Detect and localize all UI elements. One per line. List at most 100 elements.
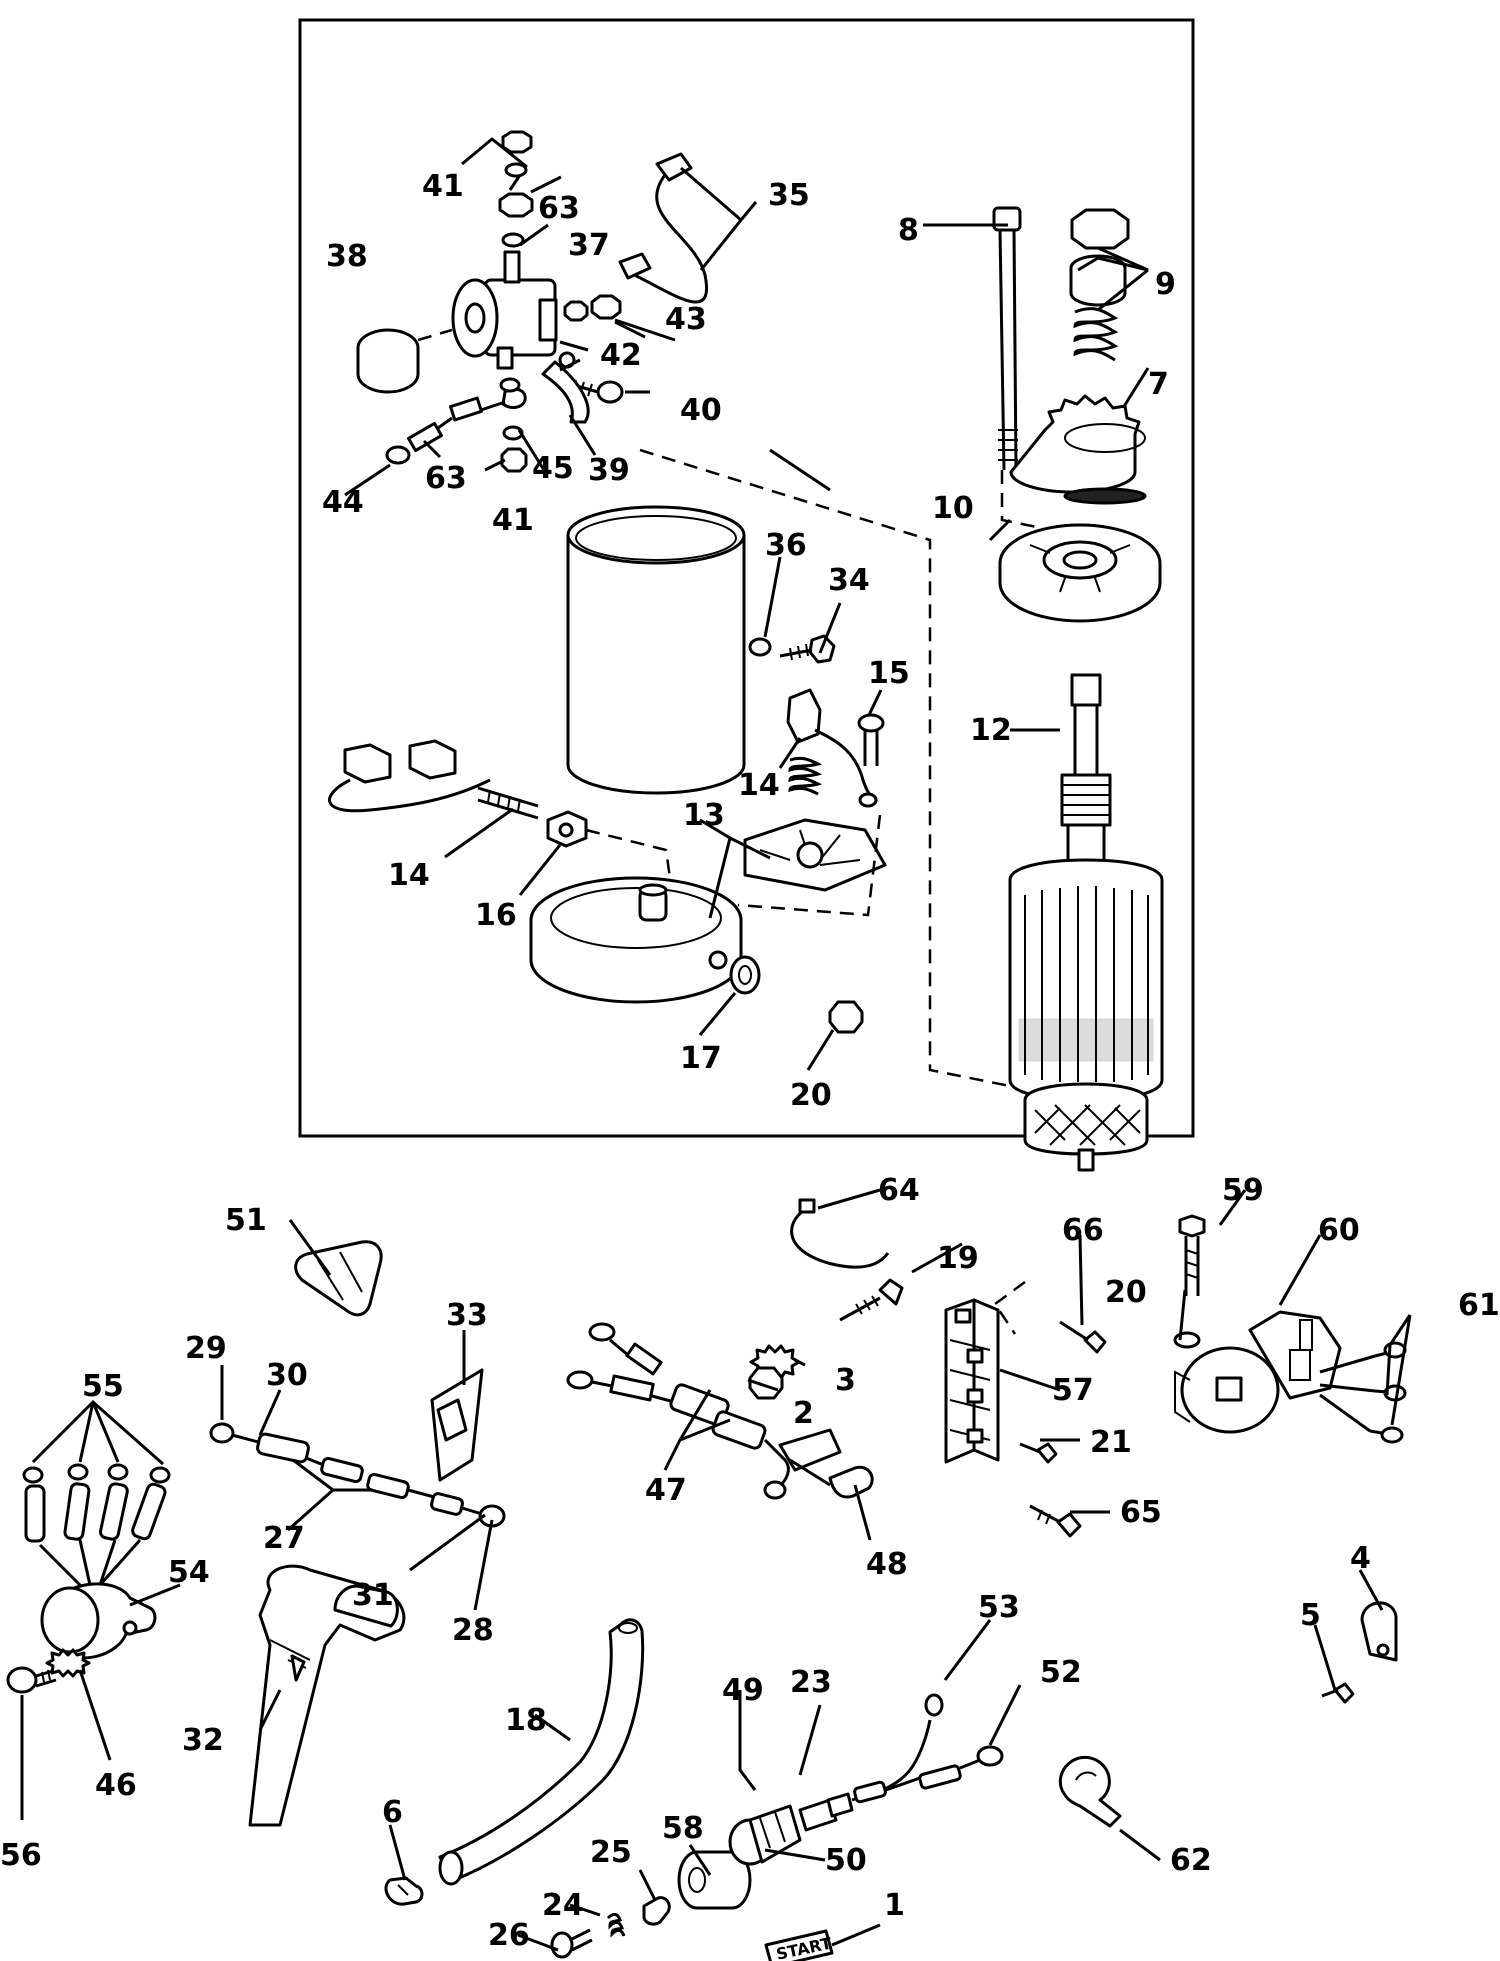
nut-part-42 — [563, 300, 589, 322]
screw-66-dashed-path — [993, 1280, 1026, 1335]
callout-13: 13 — [683, 798, 725, 833]
callout-25: 25 — [590, 1835, 632, 1870]
callout-14-left: 14 — [388, 858, 430, 893]
boot-part-38 — [356, 328, 453, 394]
lead-set-part-47 — [566, 1322, 790, 1500]
nut-washer-stack-top — [498, 130, 534, 248]
nut-part-43 — [590, 294, 622, 320]
tie-strap-head — [798, 1198, 816, 1214]
starter-assembly-frame — [298, 18, 1195, 1138]
callout-41: 41 — [422, 169, 464, 204]
terminal-block-part-57 — [944, 1298, 1000, 1464]
callout-31: 31 — [352, 1578, 394, 1613]
callout-4: 4 — [1350, 1541, 1371, 1576]
callout-16: 16 — [475, 898, 517, 933]
callout-61: 61 — [1458, 1288, 1500, 1323]
callout-47: 47 — [645, 1473, 687, 1508]
brush-spring-part-14-right — [786, 688, 878, 808]
callout-52: 52 — [1040, 1655, 1082, 1690]
callout-5: 5 — [1300, 1598, 1321, 1633]
switch-leads-part-23-52-53 — [851, 1693, 1004, 1804]
callout-36: 36 — [765, 528, 807, 563]
callout-8: 8 — [898, 213, 919, 248]
callout-50: 50 — [825, 1843, 867, 1878]
end-cap-part-10 — [998, 523, 1162, 623]
nut-part-2 — [748, 1366, 784, 1400]
screw-part-5 — [1321, 1682, 1355, 1704]
callout-62: 62 — [1170, 1843, 1212, 1878]
armature-part-12 — [1008, 673, 1164, 1172]
callout-26: 26 — [488, 1918, 530, 1953]
callout-48: 48 — [866, 1547, 908, 1582]
callout-20b: 20 — [1105, 1275, 1147, 1310]
callout-1: 1 — [884, 1888, 905, 1923]
lockwasher-part-46 — [45, 1648, 91, 1678]
callout-29: 29 — [185, 1331, 227, 1366]
callout-46: 46 — [95, 1768, 137, 1803]
nut-spacer-spring-part-9 — [1069, 208, 1130, 362]
tube-part-18 — [438, 1618, 645, 1886]
solenoid-part-37 — [451, 250, 558, 370]
callout-59: 59 — [1222, 1173, 1264, 1208]
solenoid-part-54 — [40, 1582, 157, 1660]
callout-10: 10 — [932, 491, 974, 526]
callout-56: 56 — [0, 1838, 42, 1873]
lower-end-cap-housing — [529, 876, 743, 1004]
drive-gear-part-7 — [1009, 394, 1147, 505]
callout-19: 19 — [937, 1241, 979, 1276]
callout-63: 63 — [538, 191, 580, 226]
cable-part-35 — [618, 152, 708, 304]
callout-63b: 63 — [425, 461, 467, 496]
callout-24: 24 — [542, 1888, 584, 1923]
screw-part-21 — [1019, 1442, 1058, 1464]
callout-23: 23 — [790, 1665, 832, 1700]
motor-frame-housing — [566, 505, 746, 795]
callout-18: 18 — [505, 1703, 547, 1738]
screw-part-66 — [1059, 1320, 1107, 1354]
clamp-part-4 — [1360, 1601, 1398, 1662]
callout-28: 28 — [452, 1613, 494, 1648]
insulator-dashed-path — [585, 828, 678, 921]
handle-part-32 — [248, 1564, 406, 1827]
bracket-part-33 — [430, 1368, 484, 1482]
callout-45: 45 — [532, 451, 574, 486]
callout-43: 43 — [665, 302, 707, 337]
callout-27: 27 — [263, 1521, 305, 1556]
tie-strap-part-64 — [790, 1206, 890, 1269]
callout-39: 39 — [588, 453, 630, 488]
callout-34: 34 — [828, 563, 870, 598]
callout-20: 20 — [790, 1078, 832, 1113]
screw-part-15 — [857, 713, 885, 766]
terminal-lead-part-44-45 — [385, 377, 527, 465]
callout-32: 32 — [182, 1723, 224, 1758]
washer-part-17 — [729, 955, 761, 995]
callout-60: 60 — [1318, 1213, 1360, 1248]
callout-42: 42 — [600, 338, 642, 373]
washer-part-36 — [748, 637, 772, 657]
ignition-switch-part-60 — [1174, 1310, 1342, 1434]
callout-2: 2 — [793, 1396, 814, 1431]
callout-65: 65 — [1120, 1495, 1162, 1530]
callout-41b: 41 — [492, 503, 534, 538]
clamp-part-62 — [1058, 1755, 1122, 1828]
thru-bolt-part-8 — [992, 206, 1022, 471]
solenoid-leads-part-55 — [22, 1463, 171, 1587]
callout-14-right: 14 — [738, 768, 780, 803]
cable-part-27-31 — [209, 1422, 506, 1528]
callout-49: 49 — [722, 1673, 764, 1708]
washer-part-20-upper — [1173, 1331, 1201, 1349]
start-plate-part-1: START — [764, 1929, 834, 1961]
holder-dashed-path — [737, 814, 882, 917]
callout-55: 55 — [82, 1369, 124, 1404]
callout-35: 35 — [768, 178, 810, 213]
clip-part-6 — [384, 1876, 424, 1906]
callout-51: 51 — [225, 1203, 267, 1238]
callout-54: 54 — [168, 1555, 210, 1590]
callout-21: 21 — [1090, 1425, 1132, 1460]
callout-40: 40 — [680, 393, 722, 428]
brush-set-part-14-left — [328, 739, 539, 820]
callout-66: 66 — [1062, 1213, 1104, 1248]
callout-12: 12 — [970, 713, 1012, 748]
boot-cover-part-51 — [294, 1240, 383, 1317]
